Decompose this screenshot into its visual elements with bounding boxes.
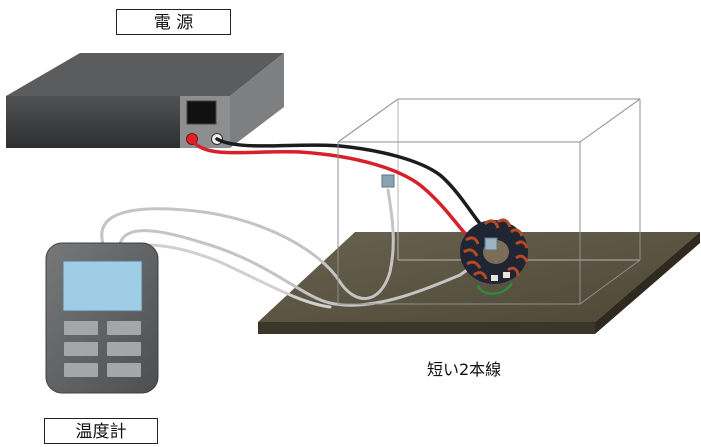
short-wire: [476, 282, 514, 295]
power-supply: [6, 53, 284, 148]
thermometer-screen: [62, 260, 143, 312]
thermometer-label: 温度計: [44, 418, 158, 444]
power-wires: [190, 137, 489, 244]
enclosure-front: [337, 98, 641, 305]
probe-sensor-air: [381, 174, 395, 188]
wire-caption: 短い2本線: [427, 360, 502, 379]
power-supply-display: [186, 100, 217, 125]
thermometer-keypad: [64, 321, 141, 377]
power-supply-label: 電 源: [116, 9, 231, 35]
thermometer-device: [45, 242, 159, 394]
probe-sensor-core: [484, 237, 498, 251]
toroidal-inductor: [460, 218, 529, 284]
